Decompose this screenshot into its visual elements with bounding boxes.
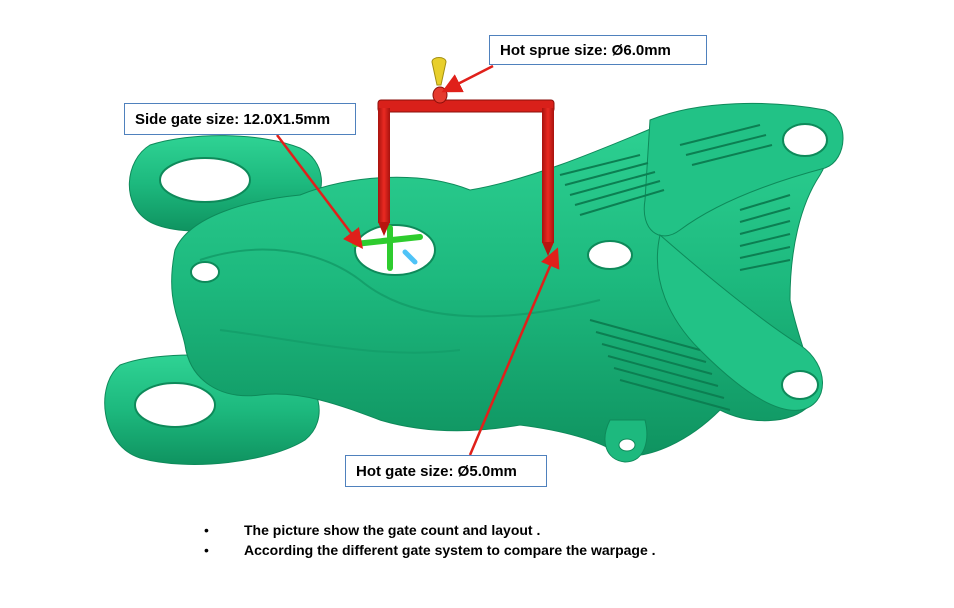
bullet-marker: • xyxy=(204,522,209,538)
bullet-text: The picture show the gate count and layo… xyxy=(244,522,541,538)
bullet-item: • According the different gate system to… xyxy=(200,540,900,560)
runner-drop-left xyxy=(378,108,390,223)
hot-gate-size-callout: Hot gate size: Ø5.0mm xyxy=(345,455,547,487)
hot-sprue-size-callout: Hot sprue size: Ø6.0mm xyxy=(489,35,707,65)
side-gate-size-callout: Side gate size: 12.0X1.5mm xyxy=(124,103,356,135)
sprue-cone xyxy=(431,57,447,86)
bullet-marker: • xyxy=(204,542,209,558)
side-gate xyxy=(352,225,423,271)
hot-sprue-nozzle xyxy=(432,86,448,104)
part-surface-contour xyxy=(199,248,601,318)
part-bottom-tab-hole xyxy=(618,438,636,452)
part-lower-left-lug-hole xyxy=(134,382,216,428)
part-right-lower-arm xyxy=(656,234,823,411)
runner-drop-right xyxy=(542,108,554,243)
part-ribs-upper xyxy=(559,124,791,271)
part-ribs-lower xyxy=(589,319,731,411)
part-right-upper-hole xyxy=(782,123,828,157)
part-center-hole xyxy=(354,224,436,276)
hot-runner-system xyxy=(377,57,555,256)
part-upper-left-lug-hole xyxy=(159,157,251,203)
runner-manifold xyxy=(377,99,555,113)
part-right-center-hole xyxy=(587,240,633,270)
bullet-text: According the different gate system to c… xyxy=(244,542,656,558)
molded-part xyxy=(104,102,844,465)
part-right-lower-hole xyxy=(781,370,819,400)
bullet-item: • The picture show the gate count and la… xyxy=(200,520,900,540)
bullet-list: • The picture show the gate count and la… xyxy=(200,520,900,560)
arrow-hot-sprue xyxy=(441,64,494,93)
arrow-hot-gate xyxy=(468,247,560,456)
arrow-side-gate xyxy=(276,134,364,249)
runner-drop-left-tip xyxy=(378,222,390,236)
part-surface-contour-2 xyxy=(219,329,461,354)
part-left-small-hole xyxy=(190,261,220,283)
